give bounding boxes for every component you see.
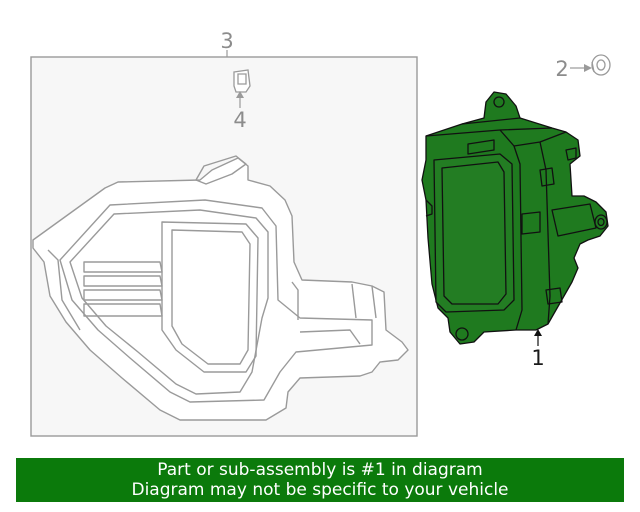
callout-2-arrow: [584, 64, 592, 72]
fog-lamp-assembly: [421, 91, 609, 345]
banner-line-2: Diagram may not be specific to your vehi…: [131, 480, 509, 500]
parts-diagram: 3 4 2 1: [30, 29, 611, 437]
fog-lamp-bezel: [32, 155, 409, 421]
callout-3-label: 3: [220, 29, 233, 53]
callout-4-label: 4: [233, 108, 246, 132]
clip-icon: [233, 69, 251, 93]
info-banner: Part or sub-assembly is #1 in diagram Di…: [16, 458, 624, 502]
callout-1-label: 1: [531, 346, 544, 370]
bolt-icon: [591, 54, 611, 76]
callout-2-label: 2: [555, 57, 568, 81]
callout-1-arrow: [534, 329, 542, 336]
banner-line-1: Part or sub-assembly is #1 in diagram: [157, 460, 483, 480]
callout-4-arrow: [236, 91, 244, 98]
